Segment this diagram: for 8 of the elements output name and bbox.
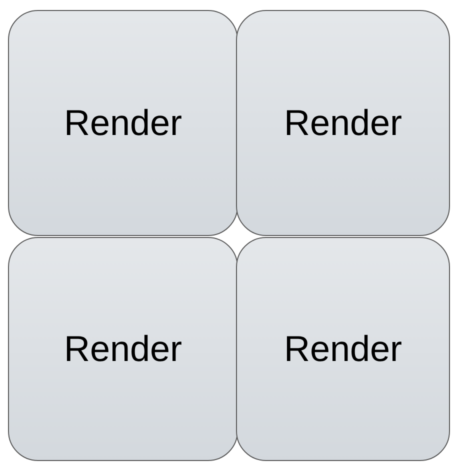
rounded-panel [236, 10, 450, 236]
rounded-panel [236, 237, 450, 461]
rounded-panel [8, 10, 238, 236]
rounded-panel [8, 237, 238, 461]
panel-label: Render [284, 102, 402, 144]
panel-label: Render [64, 328, 182, 370]
panel-label: Render [64, 102, 182, 144]
panel-label: Render [284, 328, 402, 370]
